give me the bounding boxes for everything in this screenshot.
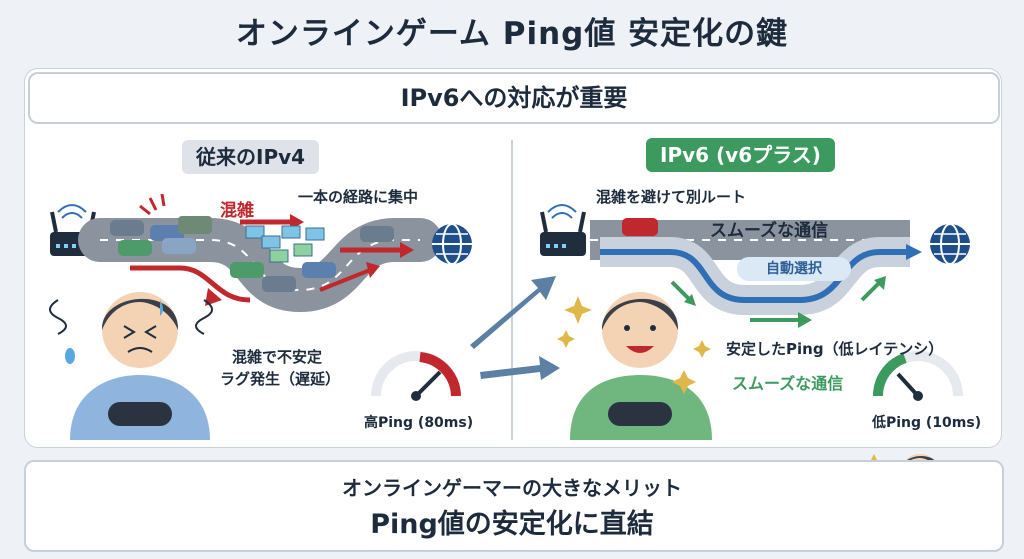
globe-icon-right [930, 223, 970, 265]
gamer-happy [570, 292, 712, 440]
bottom-line1: オンラインゲーマーの大きなメリット [342, 476, 682, 500]
smooth-road-label: スムーズな通信 [710, 221, 829, 241]
bypass-label: 混雑を避けて別ルート [596, 188, 747, 206]
congested-cars [110, 216, 394, 292]
green-arrows [670, 276, 886, 328]
low-ping-label: 低Ping (10ms) [872, 415, 982, 431]
panel-divider [511, 140, 513, 440]
router-icon-right [540, 204, 586, 256]
single-route-label: 一本の経路に集中 [298, 188, 419, 206]
bottom-line2: Ping値の安定化に直結 [370, 509, 654, 540]
packet-cluster [245, 225, 325, 263]
transition-arrows [470, 276, 560, 380]
unstable-label-line1: 混雑で不安定 [232, 348, 323, 366]
sparkle-icon [557, 296, 711, 394]
page-title: オンラインゲーム Ping値 安定化の鍵 [235, 16, 789, 52]
subtitle-banner: IPv6への対応が重要 [28, 72, 1000, 124]
smooth-green-label: スムーズな通信 [732, 374, 844, 393]
high-ping-label: 高Ping (80ms) [364, 415, 474, 431]
gamer-worried [49, 292, 213, 440]
congestion-label: 混雑 [220, 201, 254, 221]
ipv4-badge: 従来のIPv4 [182, 140, 320, 174]
auto-select-pill: 自動選択 [737, 257, 851, 281]
ipv6-badge: IPv6 (v6プラス) [646, 138, 835, 172]
fast-car [622, 218, 658, 236]
ping-gauge-low [872, 351, 963, 401]
bottom-banner [24, 460, 1004, 552]
globe-icon [432, 223, 472, 265]
ping-gauge-high [371, 351, 461, 401]
stable-ping-label: 安定したPing（低レイテンシ） [726, 340, 944, 358]
unstable-label-line2: ラグ発生（遅延） [220, 370, 341, 388]
